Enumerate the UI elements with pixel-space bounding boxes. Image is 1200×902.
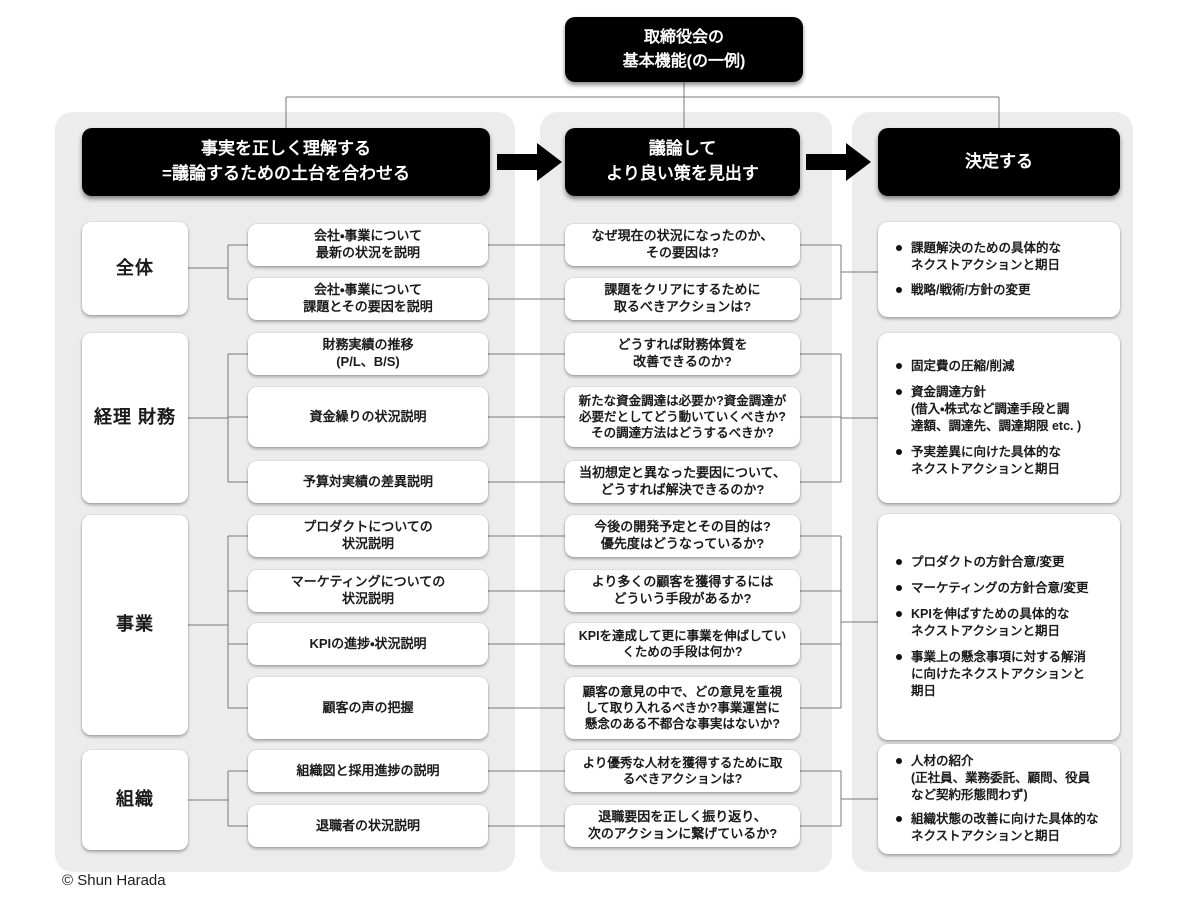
decision-text: 資金調達方針 (借入・株式など調達手段と調 達額、調達先、調達期限 etc. ) bbox=[911, 385, 1082, 433]
header-discuss: 議論して より良い策を見出す bbox=[565, 128, 800, 196]
decision-text: 人材の紹介 (正社員、業務委託、顧問、役員 など契約形態問わず) bbox=[911, 754, 1091, 803]
fact-box: プロダクトについての 状況説明 bbox=[248, 515, 488, 557]
row-label-overall: 全体 bbox=[82, 222, 188, 315]
fact-box: 予算対実績の差異説明 bbox=[248, 461, 488, 503]
bullet-icon bbox=[896, 287, 902, 294]
list-item: 組織状態の改善に向けた具体的な ネクストアクションと期日 bbox=[896, 811, 1110, 845]
question-box: 新たな資金調達は必要か?資金調達が 必要だとしてどう動いていくべきか? その調達… bbox=[565, 387, 800, 447]
list-item: マーケティングの方針合意/変更 bbox=[896, 580, 1110, 597]
row-label-business: 事業 bbox=[82, 515, 188, 735]
list-item: KPIを伸ばすための具体的な ネクストアクションと期日 bbox=[896, 606, 1110, 640]
list-item: プロダクトの方針合意/変更 bbox=[896, 554, 1110, 571]
list-item: 人材の紹介 (正社員、業務委託、顧問、役員 など契約形態問わず) bbox=[896, 753, 1110, 804]
question-box: より優秀な人材を獲得するために取 るべきアクションは? bbox=[565, 750, 800, 792]
diagram-title: 取締役会の 基本機能(の一例) bbox=[565, 17, 803, 82]
bullet-icon bbox=[896, 448, 902, 455]
question-box: 今後の開発予定とその目的は? 優先度はどうなっているか? bbox=[565, 515, 800, 557]
question-box: 顧客の意見の中で、どの意見を重視 して取り入れるべきか?事業運営に 懸念のある不… bbox=[565, 677, 800, 739]
question-box: より多くの顧客を獲得するには どういう手段があるか? bbox=[565, 570, 800, 612]
decision-text: 予実差異に向けた具体的な ネクストアクションと期日 bbox=[911, 444, 1062, 476]
decision-box: 固定費の圧縮/削減 資金調達方針 (借入・株式など調達手段と調 達額、調達先、調… bbox=[878, 333, 1120, 503]
decision-text: マーケティングの方針合意/変更 bbox=[911, 581, 1089, 596]
fact-box: 資金繰りの状況説明 bbox=[248, 387, 488, 447]
row-label-organization: 組織 bbox=[82, 750, 188, 850]
bullet-icon bbox=[896, 585, 902, 592]
decision-text: 事業上の懸念事項に対する解消 に向けたネクストアクションと 期日 bbox=[911, 649, 1087, 698]
fact-box: 退職者の状況説明 bbox=[248, 805, 488, 847]
bullet-icon bbox=[896, 389, 902, 396]
copyright-notice: © Shun Harada bbox=[62, 872, 166, 889]
fact-box: 組織図と採用進捗の説明 bbox=[248, 750, 488, 792]
row-label-finance: 経理 財務 bbox=[82, 333, 188, 503]
fact-box: 財務実績の推移 (P/L、B/S) bbox=[248, 333, 488, 375]
decision-text: KPIを伸ばすための具体的な ネクストアクションと期日 bbox=[911, 607, 1070, 639]
bullet-icon bbox=[896, 611, 902, 618]
fact-box: マーケティングについての 状況説明 bbox=[248, 570, 488, 612]
list-item: 予実差異に向けた具体的な ネクストアクションと期日 bbox=[896, 444, 1110, 478]
question-box: なぜ現在の状況になったのか、 その要因は? bbox=[565, 224, 800, 266]
bullet-icon bbox=[896, 363, 902, 370]
question-box: どうすれば財務体質を 改善できるのか? bbox=[565, 333, 800, 375]
bullet-icon bbox=[896, 815, 902, 822]
bullet-icon bbox=[896, 758, 902, 765]
flow-arrow-icon bbox=[806, 143, 871, 181]
bullet-icon bbox=[896, 244, 902, 251]
decision-text: 戦略/戦術/方針の変更 bbox=[911, 283, 1031, 298]
decision-text: 固定費の圧縮/削減 bbox=[911, 359, 1015, 374]
decision-box: 課題解決のための具体的な ネクストアクションと期日 戦略/戦術/方針の変更 bbox=[878, 222, 1120, 317]
question-box: 退職要因を正しく振り返り、 次のアクションに繋げているか? bbox=[565, 805, 800, 847]
flow-arrow-icon bbox=[497, 143, 562, 181]
decision-text: 組織状態の改善に向けた具体的な ネクストアクションと期日 bbox=[911, 811, 1099, 843]
question-box: 課題をクリアにするために 取るべきアクションは? bbox=[565, 278, 800, 320]
list-item: 事業上の懸念事項に対する解消 に向けたネクストアクションと 期日 bbox=[896, 649, 1110, 700]
fact-box: 顧客の声の把握 bbox=[248, 677, 488, 739]
decision-box: 人材の紹介 (正社員、業務委託、顧問、役員 など契約形態問わず) 組織状態の改善… bbox=[878, 744, 1120, 854]
bullet-icon bbox=[896, 653, 902, 660]
list-item: 課題解決のための具体的な ネクストアクションと期日 bbox=[896, 240, 1110, 274]
header-decide: 決定する bbox=[878, 128, 1120, 196]
list-item: 資金調達方針 (借入・株式など調達手段と調 達額、調達先、調達期限 etc. ) bbox=[896, 384, 1110, 435]
fact-box: 会社・事業について 課題とその要因を説明 bbox=[248, 278, 488, 320]
question-box: KPIを達成して更に事業を伸ばしてい くための手段は何か? bbox=[565, 623, 800, 665]
list-item: 戦略/戦術/方針の変更 bbox=[896, 282, 1110, 299]
fact-box: KPIの進捗・状況説明 bbox=[248, 623, 488, 665]
fact-box: 会社・事業について 最新の状況を説明 bbox=[248, 224, 488, 266]
decision-box: プロダクトの方針合意/変更 マーケティングの方針合意/変更 KPIを伸ばすための… bbox=[878, 514, 1120, 740]
decision-text: 課題解決のための具体的な ネクストアクションと期日 bbox=[911, 240, 1062, 272]
list-item: 固定費の圧縮/削減 bbox=[896, 358, 1110, 375]
question-box: 当初想定と異なった要因について、 どうすれば解決できるのか? bbox=[565, 461, 800, 503]
decision-text: プロダクトの方針合意/変更 bbox=[911, 555, 1065, 570]
bullet-icon bbox=[896, 559, 902, 566]
header-understand: 事実を正しく理解する =議論するための土台を合わせる bbox=[82, 128, 490, 196]
